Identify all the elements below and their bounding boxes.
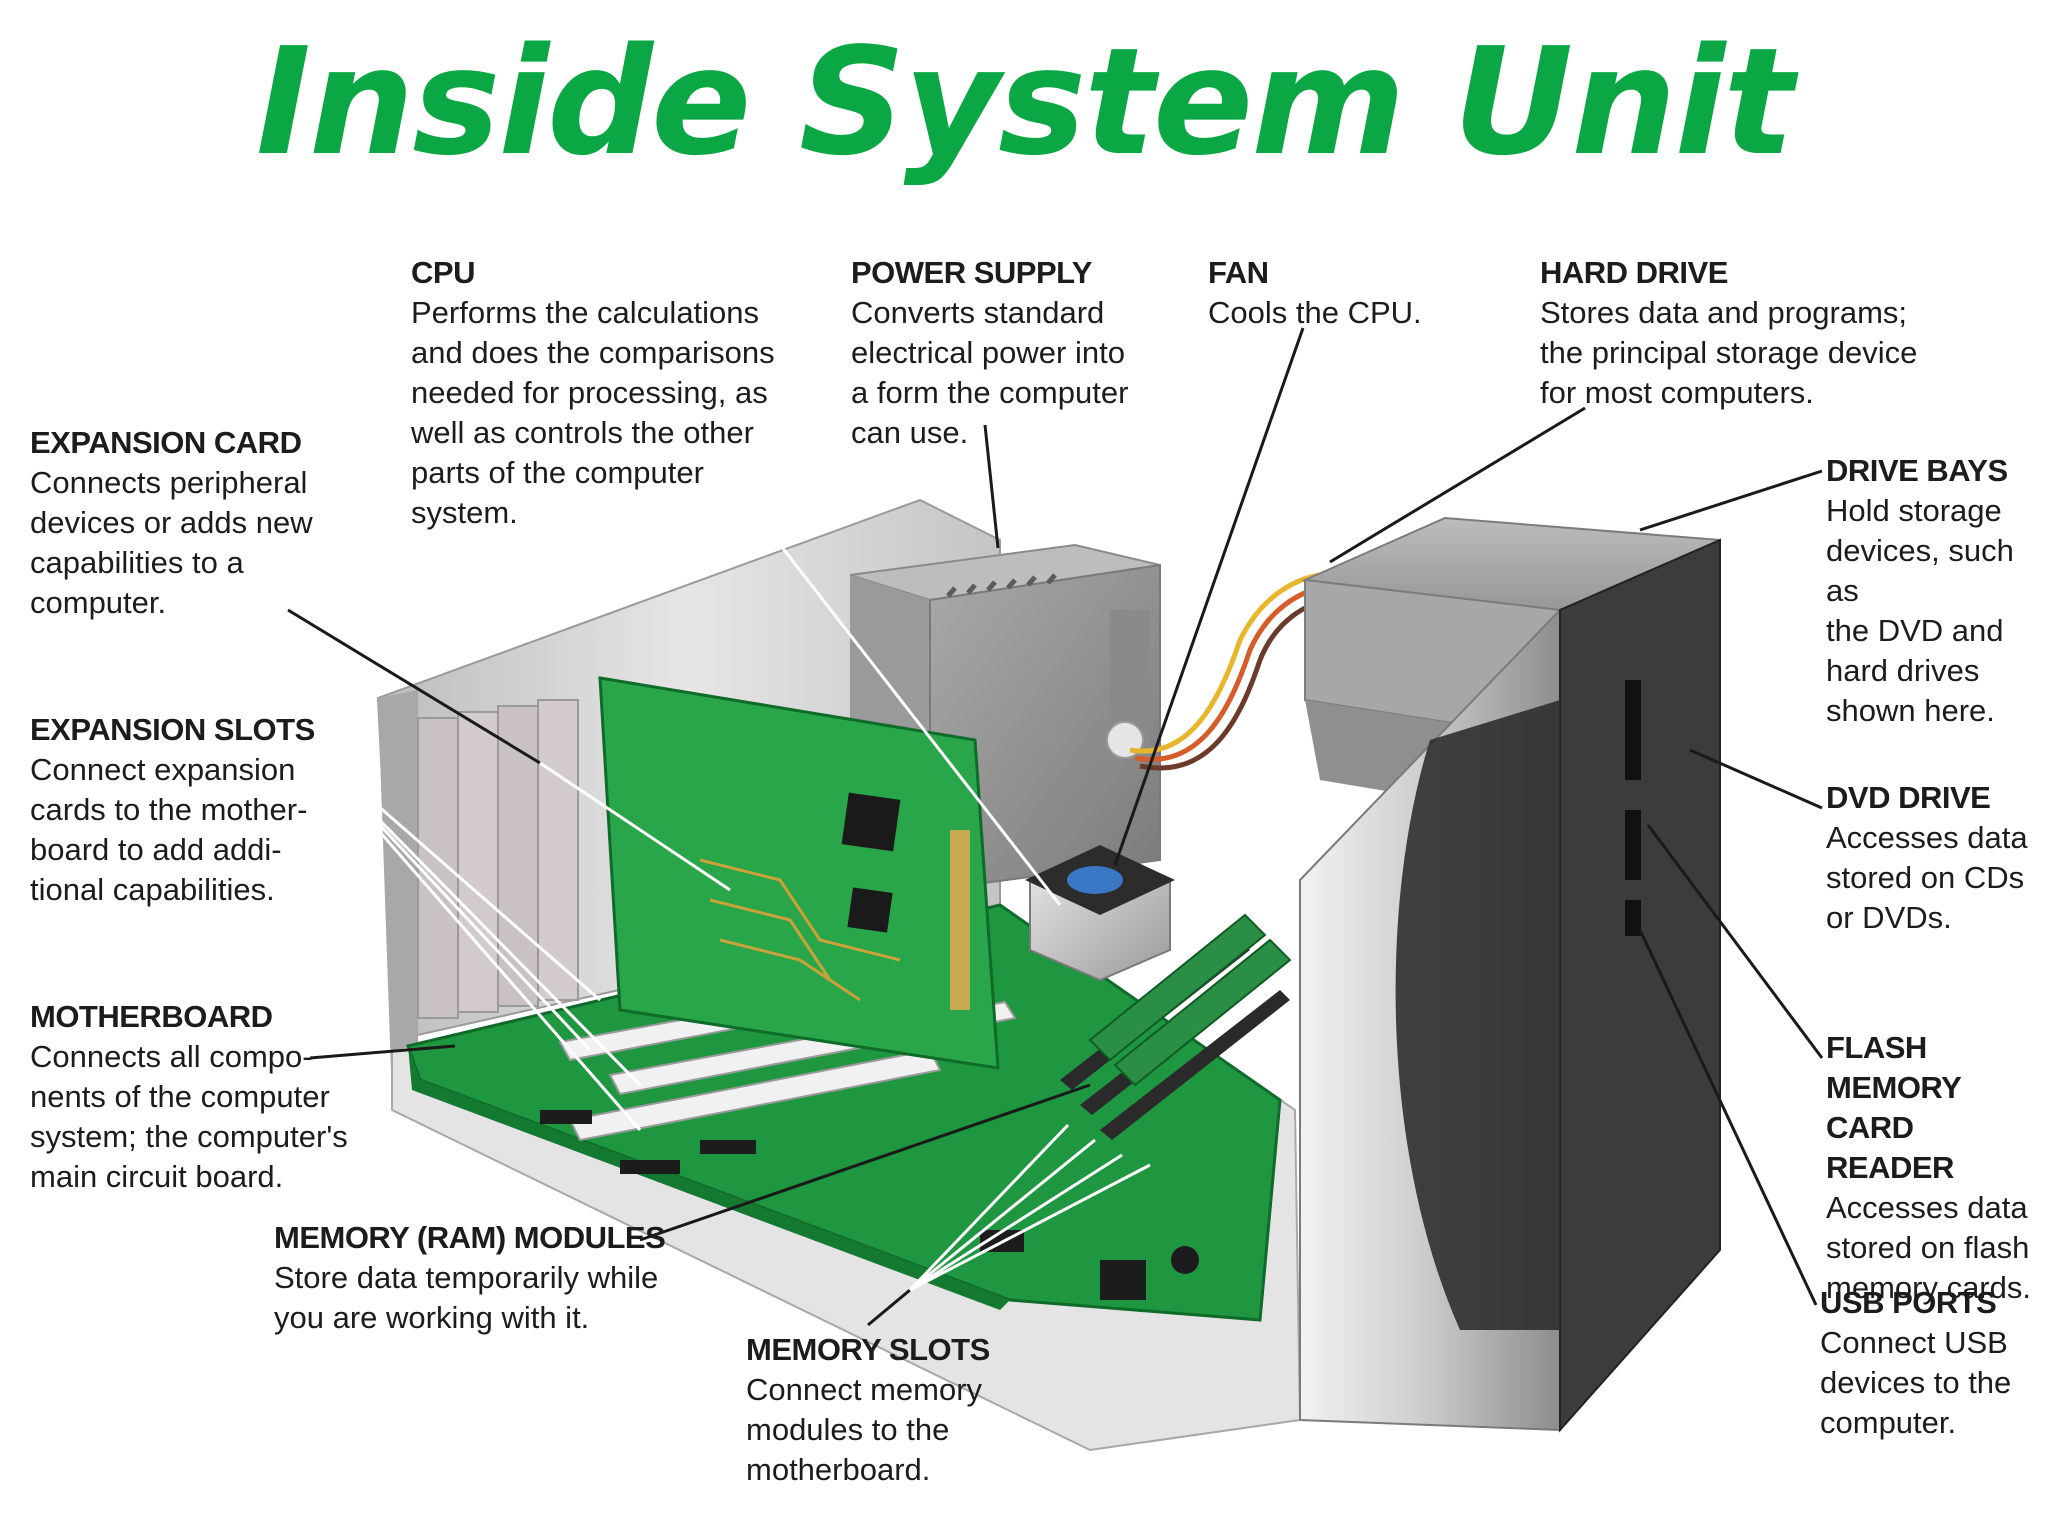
leader-memory-slot-3: [909, 1153, 1123, 1292]
power-cables: [1129, 572, 1333, 771]
cpu-cooler: [1025, 845, 1175, 982]
label-flash-reader-heading: FLASH MEMORY CARD READER: [1826, 1030, 1962, 1185]
label-drive-bays-desc: Hold storage devices, such as the DVD an…: [1826, 493, 2014, 728]
label-memory-modules-heading: MEMORY (RAM) MODULES: [274, 1220, 666, 1255]
label-dvd-drive: DVD DRIVE Accesses data stored on CDs or…: [1826, 778, 2028, 938]
leader-cpu: [720, 469, 1062, 906]
label-cpu-desc: Performs the calculations and does the c…: [411, 295, 775, 530]
expansion-card-chip-2: [847, 887, 893, 933]
label-cpu-heading: CPU: [411, 255, 475, 290]
leader-memory-modules: [639, 1083, 1091, 1242]
label-expansion-card: EXPANSION CARD Connects peripheral devic…: [30, 423, 313, 623]
label-memory-modules: MEMORY (RAM) MODULES Store data temporar…: [274, 1218, 666, 1338]
leader-expansion-card-white: [539, 761, 731, 892]
ram-modules: [1088, 913, 1292, 1087]
label-drive-bays: DRIVE BAYS Hold storage devices, such as…: [1826, 451, 2048, 731]
label-fan-desc: Cools the CPU.: [1208, 295, 1422, 330]
case-rear-panel: [378, 690, 418, 1100]
leader-expansion-card: [287, 608, 541, 765]
label-drive-bays-heading: DRIVE BAYS: [1826, 453, 2008, 488]
leader-dvd-drive: [1689, 748, 1823, 810]
label-usb-ports-heading: USB PORTS: [1820, 1285, 1997, 1320]
label-hard-drive-desc: Stores data and programs; the principal …: [1540, 295, 1918, 410]
leader-motherboard: [309, 1044, 456, 1060]
expansion-card-connector: [950, 830, 970, 1010]
label-power-supply-heading: POWER SUPPLY: [851, 255, 1092, 290]
label-fan-heading: FAN: [1208, 255, 1269, 290]
label-expansion-slots-desc: Connect expansion cards to the mother- b…: [30, 752, 308, 907]
psu-vents: [946, 573, 1057, 598]
page-title: Inside System Unit: [255, 16, 1794, 188]
expansion-card-pcb: [598, 676, 1000, 1070]
leader-expansion-slot-3: [288, 728, 642, 1131]
fan-hub: [1067, 866, 1123, 894]
leader-lines: [287, 327, 1824, 1327]
leader-fan: [1113, 327, 1305, 866]
label-cpu: CPU Performs the calculations and does t…: [411, 253, 775, 533]
expansion-card-brackets: [417, 699, 579, 1019]
label-dvd-drive-desc: Accesses data stored on CDs or DVDs.: [1826, 820, 2028, 935]
label-power-supply: POWER SUPPLY Converts standard electrica…: [851, 253, 1128, 453]
label-expansion-slots-heading: EXPANSION SLOTS: [30, 712, 315, 747]
label-dvd-drive-heading: DVD DRIVE: [1826, 780, 1991, 815]
label-usb-ports: USB PORTS Connect USB devices to the com…: [1820, 1283, 2011, 1443]
expansion-card-traces: [699, 858, 901, 1002]
leader-memory-slots-black: [867, 1288, 911, 1327]
label-memory-slots: MEMORY SLOTS Connect memory modules to t…: [746, 1330, 990, 1490]
leader-usb-ports: [1638, 929, 1818, 1306]
expansion-card-chip-1: [841, 792, 901, 852]
label-expansion-card-desc: Connects peripheral devices or adds new …: [30, 465, 313, 620]
leader-expansion-slot-4: [289, 727, 601, 1002]
leader-flash-reader: [1646, 824, 1824, 1059]
leader-memory-slot-4: [909, 1163, 1151, 1292]
label-usb-ports-desc: Connect USB devices to the computer.: [1820, 1325, 2012, 1440]
leader-hard-drive: [1329, 406, 1586, 564]
flash-reader-slot: [1625, 810, 1641, 880]
label-motherboard: MOTHERBOARD Connects all compo- nents of…: [30, 997, 348, 1197]
leader-memory-slot-1: [908, 1123, 1070, 1292]
front-bezel: [1299, 538, 1721, 1433]
usb-slot: [1625, 900, 1641, 936]
label-fan: FAN Cools the CPU.: [1208, 253, 1422, 333]
label-power-supply-desc: Converts standard electrical power into …: [851, 295, 1129, 450]
leader-drive-bays: [1639, 469, 1823, 532]
label-flash-reader: FLASH MEMORY CARD READER Accesses data s…: [1826, 1028, 2048, 1308]
leader-expansion-slot-2: [288, 727, 642, 1087]
label-hard-drive: HARD DRIVE Stores data and programs; the…: [1540, 253, 1917, 413]
label-expansion-card-heading: EXPANSION CARD: [30, 425, 302, 460]
leader-memory-slot-2: [909, 1138, 1096, 1292]
label-flash-reader-desc: Accesses data stored on flash memory car…: [1826, 1190, 2031, 1305]
label-motherboard-desc: Connects all compo- nents of the compute…: [30, 1039, 348, 1194]
motherboard-chips: [540, 1110, 1199, 1300]
label-motherboard-heading: MOTHERBOARD: [30, 999, 273, 1034]
front-bezel-face: [1559, 538, 1721, 1433]
expansion-card-board: [598, 676, 1000, 1070]
label-memory-modules-desc: Store data temporarily while you are wor…: [274, 1260, 659, 1335]
front-bezel-curve: [1395, 700, 1560, 1330]
leader-expansion-slot-1: [288, 727, 592, 1052]
dvd-slot: [1625, 680, 1641, 780]
leader-power-supply: [983, 424, 1000, 549]
label-expansion-slots: EXPANSION SLOTS Connect expansion cards …: [30, 710, 315, 910]
label-memory-slots-heading: MEMORY SLOTS: [746, 1332, 990, 1367]
motherboard-edge: [408, 1046, 1010, 1310]
label-memory-slots-desc: Connect memory modules to the motherboar…: [746, 1372, 983, 1487]
label-hard-drive-heading: HARD DRIVE: [1540, 255, 1728, 290]
